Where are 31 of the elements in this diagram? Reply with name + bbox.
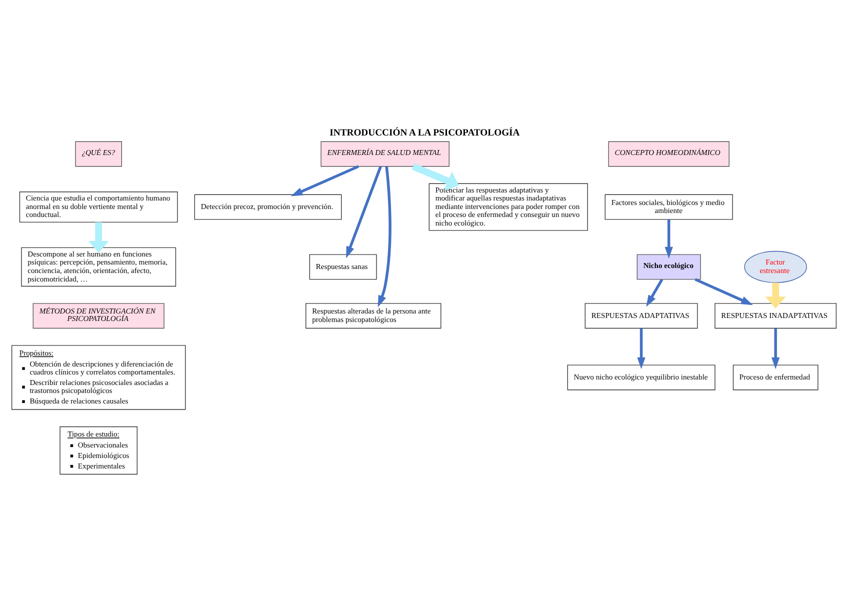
arrow [771,328,780,369]
arrow [664,219,673,258]
diagram-title: INTRODUCCIÓN A LA PSICOPATOLOGÍA [330,127,520,138]
arrow [346,165,382,258]
node-box: Factores sociales, biológicos y medio ambiente [604,194,733,220]
node-box: Nuevo nicho ecológico yequilibrio inestable [567,364,716,390]
node-box: Tipos de estudio: Observacionales Epidemiológicos Experimentales [60,426,138,474]
node-box: RESPUESTAS INADAPTATIVAS [714,302,837,328]
node-box: ¿QUÉ ES? [75,140,122,166]
arrow [378,166,392,307]
node-ellipse: Factor estresante [744,250,807,282]
node-box: MÉTODOS DE INVESTIGACIÓN EN PSICOPATOLOGÍA [32,302,164,328]
node-box: CONCEPTO HOMEODINÁMICO [608,140,730,166]
arrow [765,282,786,308]
node-box: Ciencia que estudia el comportamiento humano anormal en su doble vertiente mental y conductual. [19,191,178,222]
node-box: Proceso de enfermedad [732,364,818,390]
node-box: Potenciar las respuestas adaptativas y modificar aquellas respuestas inadaptativas mediante intervenciones para poder romper con el proceso de enfermedad y conseguir un nuevo nicho ecológico. [428,182,588,230]
arrow [637,328,646,369]
arrow [694,278,753,305]
arrow [646,278,664,306]
arrow [290,164,360,196]
node-box: Nicho ecológico [636,254,701,280]
node-box: Detección precoz, promoción y prevención. [194,194,342,220]
node-box: RESPUESTAS ADAPTATIVAS [584,302,698,328]
node-box: Propósitos: Obtención de descripciones y diferenciación de cuadros clínicos y correlatos comportamentales. Describir relaciones psicosociales asociadas a trastornos psicopatológicos Búsqueda de relaciones causales [11,344,186,410]
arrow [88,222,109,252]
node-box: Respuestas sanas [309,254,377,280]
node-box: Descompone al ser humano en funciones psíquicas: percepción, pensamiento, memoria, conciencia, atención, orientación, afecto, psicomotricidad, … [21,246,176,286]
arrow [412,162,459,190]
node-box: Respuestas alteradas de la persona ante problemas psicopatológicos [306,302,442,328]
node-box: ENFERMERÍA DE SALUD MENTAL [320,140,450,166]
